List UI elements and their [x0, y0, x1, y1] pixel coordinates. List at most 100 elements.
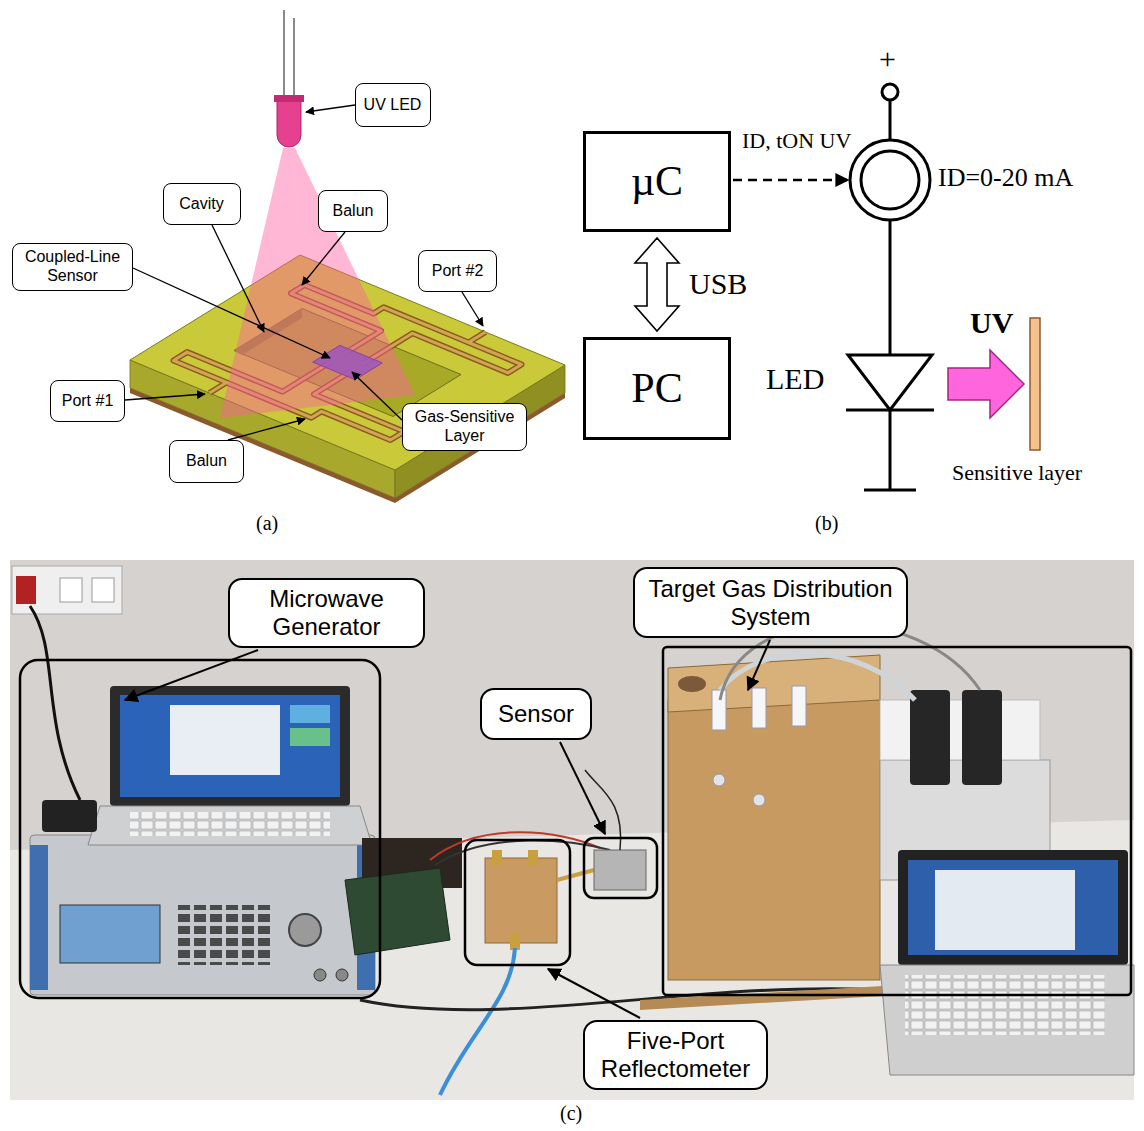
photo-callout: Target Gas Distribution System [633, 567, 908, 638]
lab-photo [290, 705, 330, 723]
uv-led-symbol [274, 95, 304, 102]
lab-photo [678, 676, 706, 692]
node-text: Sensor [498, 700, 574, 728]
diode-symbol [864, 489, 916, 492]
region-outline [465, 840, 570, 965]
leader-line [306, 105, 355, 112]
callout-box: Cavity [163, 183, 241, 225]
panel-label: (a) [256, 512, 278, 535]
lab-photo [935, 870, 1075, 950]
lab-photo [753, 794, 765, 806]
leader-arrow [125, 640, 770, 1018]
lab-photo [668, 655, 880, 712]
node-text: PC [631, 364, 682, 412]
component-name: LED [766, 362, 824, 397]
photo-callout: Five-Port Reflectometer [583, 1020, 768, 1090]
current-source-symbol [850, 140, 930, 220]
lab-photo [905, 975, 1105, 1035]
leader-line [302, 232, 345, 285]
callout-box: Port #1 [50, 380, 125, 422]
node-text: Cavity [179, 195, 223, 213]
lab-photo [752, 688, 766, 728]
lab-photo [336, 969, 348, 981]
diode-symbol [846, 355, 934, 490]
lab-photo [640, 985, 900, 1010]
photo-callout: Sensor [480, 688, 592, 740]
uv-led-symbol [277, 100, 301, 147]
callout-box: Coupled-Line Sensor [12, 243, 133, 291]
connector-group [635, 238, 679, 331]
region-outline [584, 838, 657, 898]
lab-photo [528, 850, 538, 866]
leader-line [133, 268, 330, 358]
lab-photo [60, 578, 82, 602]
node-text: Target Gas Distribution System [641, 575, 900, 630]
lab-photo [962, 690, 1002, 785]
lab-photo [712, 690, 726, 730]
lab-photo [898, 850, 1128, 965]
node-text: Port #1 [62, 392, 114, 410]
region-outline [20, 660, 380, 998]
hollow-arrow [635, 238, 679, 331]
lab-photo [668, 700, 880, 980]
diode-symbol [889, 410, 892, 490]
terminal-sign: + [879, 42, 896, 77]
callout-box: Gas-Sensitive Layer [402, 403, 527, 451]
uv-led-symbol [283, 10, 285, 96]
current-value: ID=0-20 mA [938, 163, 1073, 193]
callout-box: UV LED [355, 83, 431, 127]
lab-photo [880, 700, 1040, 760]
uv-led-symbol [293, 18, 295, 96]
lab-photo [42, 800, 97, 832]
leader-arrow [748, 640, 770, 690]
lab-photo [908, 860, 1118, 955]
current-source-symbol [889, 100, 892, 140]
lab-photo [10, 560, 1134, 1100]
uv-arrow [948, 350, 1024, 418]
sensitive-layer-bar [1030, 318, 1040, 450]
lab-photo [880, 965, 1134, 1075]
region-outline [20, 647, 1131, 998]
leader-arrow [125, 650, 258, 700]
lab-photo [290, 728, 330, 746]
node-text: Gas-Sensitive Layer [409, 408, 520, 445]
node-text: Balun [186, 452, 227, 470]
lab-photo [430, 832, 600, 860]
node-text: UV LED [364, 96, 422, 114]
signal-name: ID, tON UV [742, 128, 851, 153]
lab-photo [130, 812, 330, 836]
lab-photo [485, 858, 557, 943]
lab-photo [120, 695, 340, 797]
lab-photo [510, 934, 520, 950]
panel-label: (c) [560, 1102, 582, 1125]
radiation-label: UV [970, 306, 1013, 341]
leader-line [228, 419, 305, 440]
current-source-symbol [882, 84, 898, 100]
diode-symbol [848, 355, 932, 410]
lab-photo [60, 905, 160, 963]
sensitive-layer-bar [1030, 318, 1040, 450]
lab-photo [92, 578, 114, 602]
lab-photo [88, 806, 372, 845]
lab-photo [440, 948, 515, 1095]
lab-photo [557, 870, 594, 880]
lab-photo [110, 686, 350, 806]
panel-label: (b) [815, 512, 838, 535]
lab-photo [720, 654, 915, 700]
leader-line [125, 394, 205, 400]
lab-photo [12, 566, 122, 614]
lab-photo [713, 774, 725, 786]
control-signal-arrow [733, 180, 848, 181]
lab-photo [289, 914, 321, 946]
region-outline [663, 647, 1131, 995]
lab-photo [16, 576, 36, 604]
leader-line [352, 372, 402, 420]
callout-box: Balun [318, 190, 388, 232]
block-box: µC [583, 131, 731, 232]
photo-callout: Microwave Generator [228, 578, 425, 648]
uv-led-symbol [274, 10, 304, 147]
lab-photo [170, 705, 280, 775]
uv-arrow [948, 350, 1024, 418]
